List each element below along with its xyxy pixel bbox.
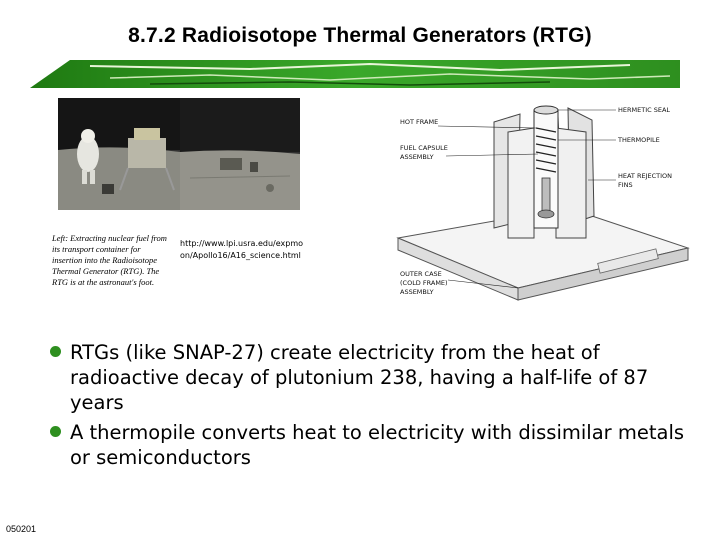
label-fuel-capsule: FUEL CAPSULE <box>400 144 448 152</box>
bullet-text: RTGs (like SNAP-27) create electricity f… <box>70 341 649 414</box>
label-outer-case: OUTER CASE <box>400 270 442 278</box>
label-thermopile: THERMOPILE <box>617 136 660 144</box>
bullet-list: RTGs (like SNAP-27) create electricity f… <box>50 340 690 475</box>
bullet-item: A thermopile converts heat to electricit… <box>50 420 690 470</box>
source-url: http://www.lpi.usra.edu/expmoon/Apollo16… <box>180 239 304 260</box>
slide-title: 8.7.2 Radioisotope Thermal Generators (R… <box>128 24 592 47</box>
moon-surface-photo <box>180 98 300 210</box>
rtg-diagram: HERMETIC SEAL HOT FRAME THERMOPILE FUEL … <box>396 105 690 301</box>
label-heat-rejection: HEAT REJECTION <box>618 172 672 180</box>
astronaut-photo <box>58 98 180 210</box>
label-outer-case-assembly: ASSEMBLY <box>400 288 434 296</box>
label-hermetic-seal: HERMETIC SEAL <box>618 106 670 114</box>
bullet-dot-icon <box>50 346 61 357</box>
label-cold-frame: (COLD FRAME) <box>400 279 448 287</box>
title-underline-bar <box>30 60 680 88</box>
label-hot-frame: HOT FRAME <box>400 118 438 126</box>
label-fuel-capsule-assembly: ASSEMBLY <box>400 153 434 161</box>
bullet-item: RTGs (like SNAP-27) create electricity f… <box>50 340 690 415</box>
photo-caption: Left: Extracting nuclear fuel from its t… <box>52 233 167 287</box>
bullet-text: A thermopile converts heat to electricit… <box>70 421 685 469</box>
slide-id: 050201 <box>6 524 37 534</box>
label-heat-rejection-fins: FINS <box>618 181 633 189</box>
bullet-dot-icon <box>50 426 61 437</box>
